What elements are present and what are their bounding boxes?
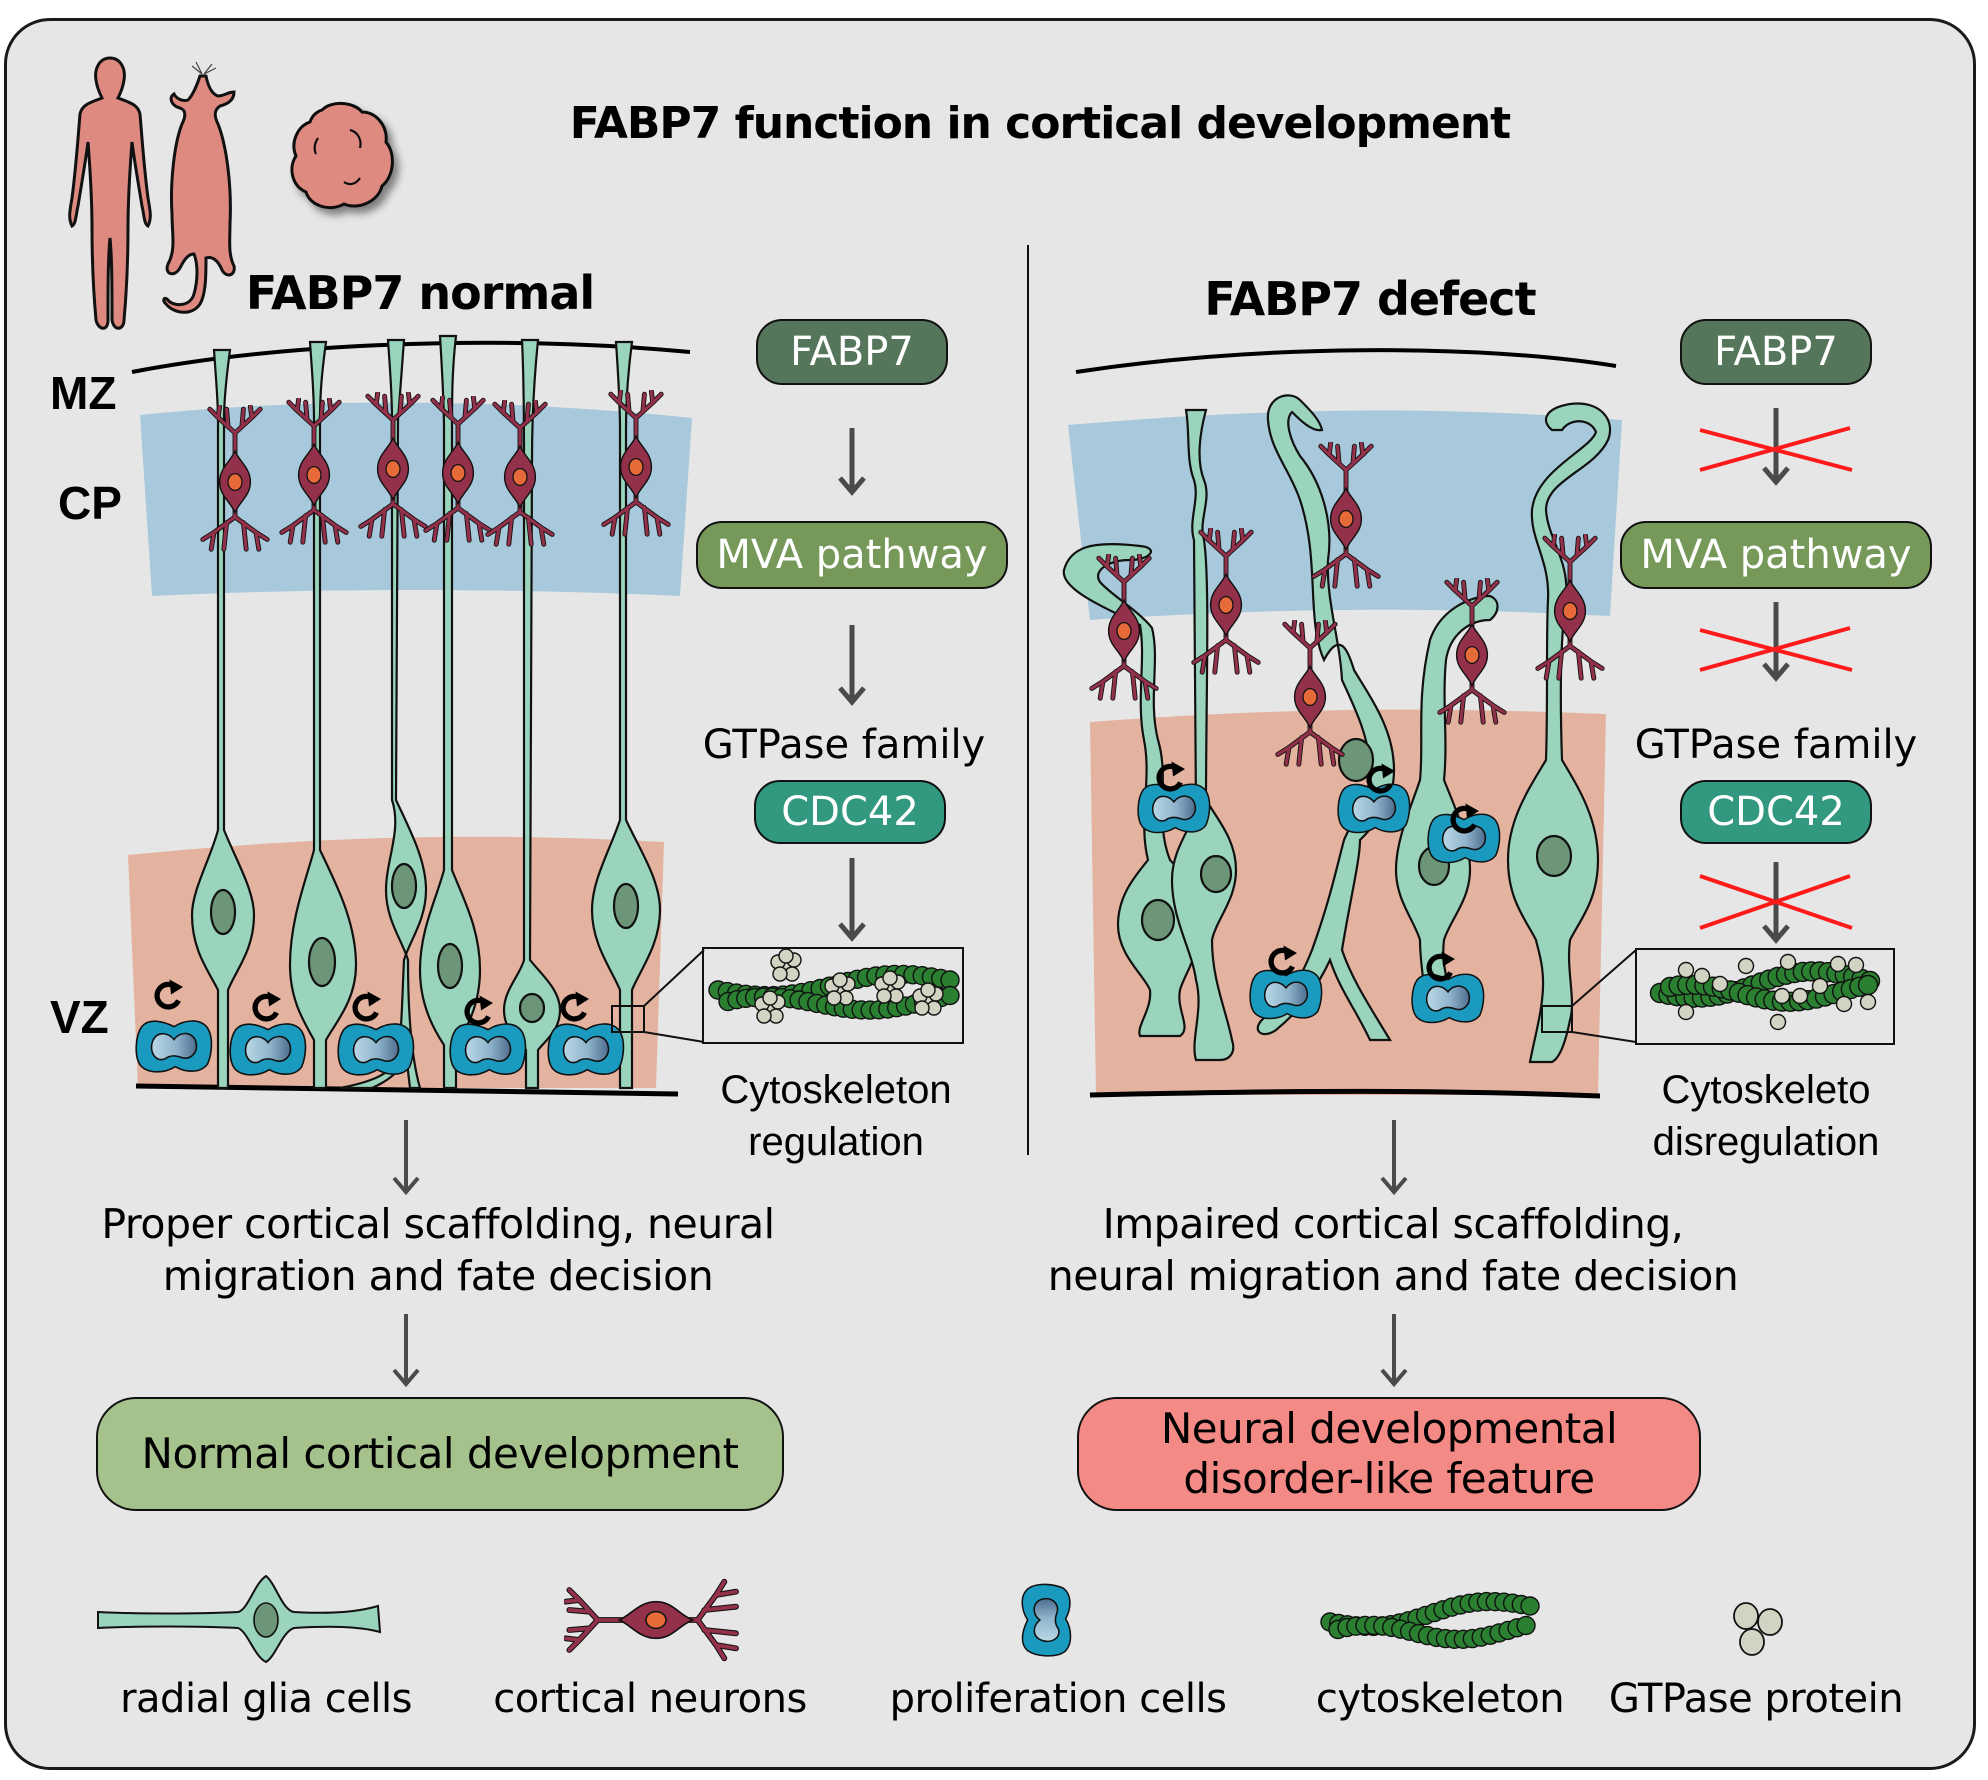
legend-label-cortical-neurons: cortical neurons: [493, 1676, 807, 1722]
gtpase-bead: [762, 990, 778, 1006]
radial-glia-icon: [97, 1574, 382, 1664]
defect-panel-title: FABP7 defect: [1204, 272, 1536, 326]
organoid-icon: [290, 102, 394, 209]
outcome-line-1: Proper cortical scaffolding, neural: [101, 1200, 775, 1248]
cytoskeleton-icon: [1320, 1591, 1540, 1650]
ventricular-surface-defect: [1089, 1088, 1601, 1099]
legend-label-radial-glia: radial glia cells: [120, 1676, 412, 1722]
gtpase-bead: [1773, 987, 1791, 1005]
gtpase-bead: [882, 970, 898, 986]
figure-title: FABP7 function in cortical development: [569, 98, 1511, 149]
zone-label-mz: MZ: [50, 367, 117, 419]
cross-icon: [1699, 426, 1853, 472]
pial-surface-defect: [1075, 348, 1617, 374]
pathway-arrows-defect: [1762, 408, 1790, 944]
gtpase-bead: [1859, 993, 1877, 1011]
normal-cortex: [128, 334, 705, 1097]
cp-zone-normal: [140, 402, 692, 596]
actin-bead: [1516, 1615, 1536, 1636]
cortical-neuron-icon: [566, 1582, 736, 1659]
result-line-2: regulation: [748, 1120, 924, 1164]
gtpase-bead: [772, 966, 788, 982]
outcome-defect: Impaired cortical scaffolding, neural mi…: [1048, 1198, 1739, 1302]
cytoskeleton-result-defect: Cytoskeleto disregulation: [1653, 1064, 1880, 1168]
final-outcome-defect: Neural developmental disorder-like featu…: [1077, 1397, 1701, 1511]
gtpase-family-label-defect: GTPase family: [1634, 722, 1918, 768]
normal-panel-title: FABP7 normal: [245, 266, 595, 320]
gtpase-bead: [1769, 1013, 1787, 1031]
gtpase-bead: [914, 1000, 930, 1016]
pathway-arrows-normal: [838, 428, 866, 942]
pathway-node-fabp7-normal: FABP7: [756, 319, 948, 385]
result-line-1: Cytoskeleton: [720, 1068, 952, 1112]
zone-label-cp: CP: [58, 477, 122, 529]
legend-label-proliferation-cells: proliferation cells: [889, 1676, 1227, 1722]
outcome-line-2: migration and fate decision: [162, 1252, 714, 1300]
outcome-arrows: [392, 1120, 1408, 1388]
human-icon: [68, 56, 152, 330]
outcome-normal: Proper cortical scaffolding, neural migr…: [101, 1198, 775, 1302]
defect-cortex: [1062, 348, 1637, 1099]
pathway-node-fabp7-defect: FABP7: [1680, 319, 1872, 385]
gtpase-bead: [1791, 987, 1809, 1005]
gtpase-bead: [1811, 977, 1829, 995]
gtpase-bead: [756, 1008, 772, 1024]
cytoskeleton-box-normal: [702, 947, 964, 1044]
final-line-2: disorder-like feature: [1183, 1454, 1595, 1503]
proliferation-cell-icon: [1021, 1583, 1072, 1657]
cytoskeleton-normal-drawing: [708, 948, 960, 1024]
gtpase-bead: [1693, 967, 1711, 985]
gtpase-bead: [1677, 961, 1695, 979]
legend-label-gtpase-protein: GTPase protein: [1608, 1676, 1904, 1722]
pathway-node-mva-defect: MVA pathway: [1620, 521, 1932, 589]
gtpase-family-label-normal: GTPase family: [702, 722, 986, 768]
gtpase-bead: [1779, 953, 1797, 971]
mouse-icon: [162, 61, 236, 314]
gtpase-bead: [826, 990, 842, 1006]
gtpase-protein-icon: [1733, 1602, 1783, 1656]
gtpase-bead: [1847, 956, 1865, 974]
gtpase-bead: [778, 948, 794, 964]
zone-label-vz: VZ: [50, 991, 109, 1043]
gtpase-bead: [1835, 995, 1853, 1013]
gtpase-bead: [1711, 975, 1729, 993]
actin-bead: [1857, 974, 1879, 996]
result-line-1: Cytoskeleto: [1661, 1068, 1871, 1112]
cross-icon: [1699, 874, 1853, 930]
actin-bead: [940, 985, 960, 1006]
pathway-node-cdc42-normal: CDC42: [754, 780, 946, 844]
cytoskeleton-box-defect: [1635, 948, 1895, 1045]
cytoskeleton-result-normal: Cytoskeleton regulation: [720, 1064, 951, 1168]
gtpase-bead: [920, 982, 936, 998]
result-line-2: disregulation: [1652, 1120, 1880, 1164]
final-outcome-normal: Normal cortical development: [96, 1397, 784, 1511]
final-line-1: Neural developmental: [1160, 1404, 1618, 1453]
outcome-line-2: neural migration and fate decision: [1047, 1252, 1739, 1300]
pathway-node-mva-normal: MVA pathway: [696, 521, 1008, 589]
gtpase-bead: [1737, 957, 1755, 975]
gtpase-bead: [876, 988, 892, 1004]
gtpase-bead: [1829, 955, 1847, 973]
gtpase-bead: [1677, 1003, 1695, 1021]
radial-glia-normal: [190, 334, 662, 1090]
pathway-node-cdc42-defect: CDC42: [1680, 780, 1872, 844]
radial-glia-defect: [1062, 394, 1611, 1064]
cross-icon: [1699, 626, 1853, 672]
outcome-line-1: Impaired cortical scaffolding,: [1102, 1200, 1684, 1248]
block-crosses: [1699, 426, 1853, 930]
cytoskeleton-defect-drawing: [1649, 953, 1881, 1031]
legend-label-cytoskeleton: cytoskeleton: [1315, 1676, 1565, 1722]
gtpase-bead: [832, 972, 848, 988]
actin-bead: [1520, 1596, 1540, 1616]
